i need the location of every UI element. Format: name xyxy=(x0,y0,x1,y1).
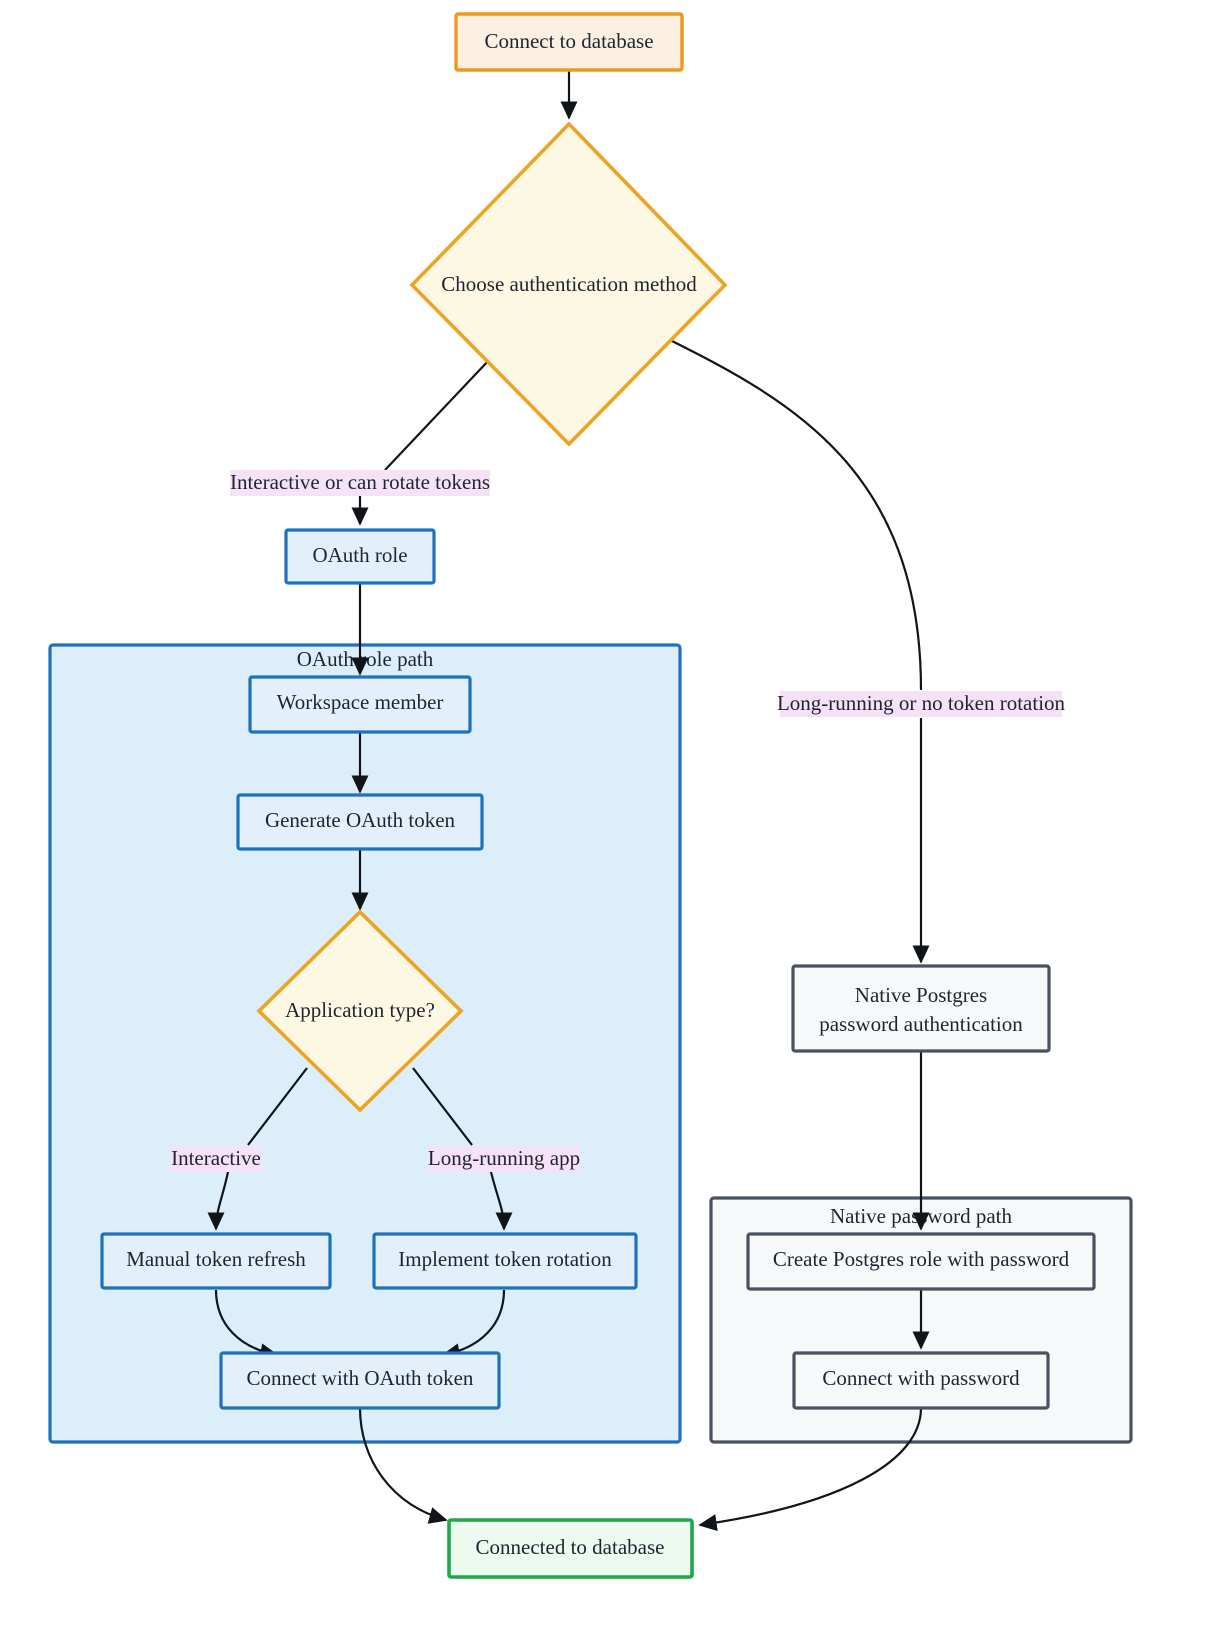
edge-label-bg-long-running-no-rotation xyxy=(780,691,1062,717)
edge-label-long-running-no-rotation: Long-running or no token rotation xyxy=(777,691,1066,717)
node-oauth-role-box[interactable] xyxy=(284,528,436,585)
edge-label-text-interactive-or-rotate: Interactive or can rotate tokens xyxy=(230,470,490,494)
edge-connect-oauth-to-connected xyxy=(358,1407,448,1524)
node-start-label: Connect to database xyxy=(484,29,653,53)
node-connect-password-label: Connect with password xyxy=(822,1366,1020,1390)
edge-long-running-to-token-rotation xyxy=(489,1171,513,1231)
node-connect-password-box[interactable] xyxy=(792,1351,1050,1410)
edge-label-interactive: Interactive xyxy=(170,1146,262,1172)
edge-app-type-to-long-running xyxy=(412,1067,473,1146)
node-manual-refresh-box[interactable] xyxy=(100,1232,332,1290)
edge-label-bg-interactive xyxy=(170,1146,262,1172)
node-oauth-role-label: OAuth role xyxy=(312,543,407,567)
node-connect-to-database[interactable]: Connect to database xyxy=(454,12,684,72)
node-native-postgres-password-authentication[interactable]: Native Postgres password authentication xyxy=(791,964,1051,1053)
node-native-pg-box[interactable] xyxy=(791,964,1051,1053)
edge-interactive-to-manual-refresh xyxy=(207,1171,230,1231)
node-implement-token-rotation[interactable]: Implement token rotation xyxy=(372,1232,638,1290)
node-token-rotation-box[interactable] xyxy=(372,1232,638,1290)
node-application-type[interactable]: Application type? xyxy=(256,909,464,1113)
node-create-role-box[interactable] xyxy=(746,1232,1096,1291)
node-connect-oauth-label: Connect with OAuth token xyxy=(247,1366,474,1390)
node-choose-authentication-method[interactable]: Choose authentication method xyxy=(409,121,728,447)
node-start-box[interactable] xyxy=(454,12,684,72)
edge-label-text-interactive: Interactive xyxy=(171,1146,261,1170)
node-create-postgres-role-with-password[interactable]: Create Postgres role with password xyxy=(746,1232,1096,1291)
node-connect-with-password[interactable]: Connect with password xyxy=(792,1351,1050,1410)
node-connected-box[interactable] xyxy=(447,1518,694,1579)
node-connect-oauth-box[interactable] xyxy=(219,1351,501,1410)
edge-label-bg-long-running-app xyxy=(428,1146,580,1172)
node-generate-token-label: Generate OAuth token xyxy=(265,808,456,832)
edge-label-bg-interactive-or-rotate xyxy=(230,470,490,496)
node-manual-token-refresh[interactable]: Manual token refresh xyxy=(100,1232,332,1290)
node-workspace-member-box[interactable] xyxy=(248,675,472,734)
node-native-pg-label-line1: Native Postgres xyxy=(855,983,987,1007)
node-generate-token-box[interactable] xyxy=(236,793,484,851)
edge-label-interactive-or-rotate: Interactive or can rotate tokens xyxy=(230,470,490,496)
node-create-role-label: Create Postgres role with password xyxy=(773,1247,1070,1271)
edge-choose-auth-to-native-right xyxy=(665,337,923,691)
cluster-oauth-title: OAuth role path xyxy=(297,647,434,671)
node-choose-auth-diamond[interactable] xyxy=(409,121,728,447)
edge-connect-password-to-connected xyxy=(698,1407,923,1532)
node-generate-oauth-token[interactable]: Generate OAuth token xyxy=(236,793,484,851)
edge-app-type-to-interactive xyxy=(247,1067,308,1146)
node-native-pg-label-line2: password authentication xyxy=(819,1012,1023,1036)
node-connected-to-database[interactable]: Connected to database xyxy=(447,1518,694,1579)
node-oauth-role[interactable]: OAuth role xyxy=(284,528,436,585)
node-workspace-member-label: Workspace member xyxy=(277,690,444,714)
node-app-type-diamond[interactable] xyxy=(256,909,464,1113)
node-manual-refresh-label: Manual token refresh xyxy=(126,1247,306,1271)
node-workspace-member[interactable]: Workspace member xyxy=(248,675,472,734)
edge-label-text-long-running-app: Long-running app xyxy=(428,1146,580,1170)
edge-label-long-running-app: Long-running app xyxy=(428,1146,580,1172)
node-connect-with-oauth-token[interactable]: Connect with OAuth token xyxy=(219,1351,501,1410)
node-app-type-label: Application type? xyxy=(285,998,435,1022)
node-token-rotation-label: Implement token rotation xyxy=(398,1247,612,1271)
node-connected-label: Connected to database xyxy=(476,1535,665,1559)
edge-label-text-long-running-no-rotation: Long-running or no token rotation xyxy=(777,691,1066,715)
node-choose-auth-label: Choose authentication method xyxy=(441,272,697,296)
edge-choose-auth-to-oauth-left xyxy=(384,358,491,471)
